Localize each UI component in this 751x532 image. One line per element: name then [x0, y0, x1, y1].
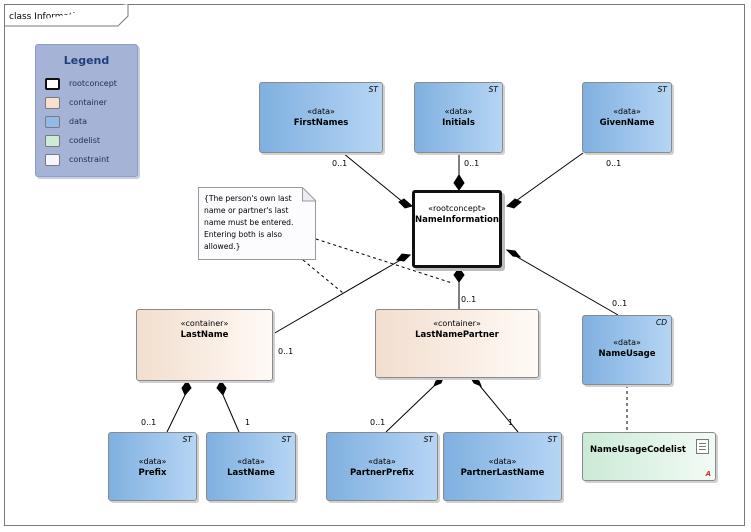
- multiplicity-prefix: 0..1: [141, 418, 157, 427]
- class-givenname[interactable]: ST «data» GivenName: [582, 82, 672, 153]
- class-lastnamepartner[interactable]: «container» LastNamePartner: [375, 309, 539, 378]
- note-fold-icon: [302, 187, 317, 202]
- legend: Legend rootconcept container data codeli…: [35, 44, 138, 177]
- legend-item-container: container: [45, 97, 135, 111]
- class-initials[interactable]: ST «data» Initials: [414, 82, 503, 153]
- class-name: NameUsageCodelist: [590, 445, 686, 455]
- legend-label: rootconcept: [69, 79, 117, 88]
- multiplicity-partnerlastname: 1: [508, 418, 514, 427]
- legend-title: Legend: [63, 54, 110, 67]
- legend-item-data: data: [45, 116, 135, 130]
- stereotype-label: «container»: [433, 319, 481, 328]
- stereotype-label: «data»: [368, 457, 396, 466]
- class-nameusage[interactable]: CD «data» NameUsage: [582, 315, 672, 385]
- stereotype-label: «data»: [444, 107, 473, 116]
- abstract-mark: A: [705, 470, 711, 478]
- legend-swatch-constraint: [45, 154, 60, 166]
- multiplicity-lastnamepartner: 0..1: [461, 295, 477, 304]
- type-tag: ST: [547, 435, 557, 444]
- type-tag: ST: [423, 435, 433, 444]
- type-tag: CD: [655, 318, 667, 327]
- multiplicity-initials: 0..1: [464, 159, 480, 168]
- legend-item-codelist: codelist: [45, 135, 135, 149]
- class-partnerlastname[interactable]: ST «data» PartnerLastName: [443, 432, 562, 501]
- class-nameusagecodelist[interactable]: A NameUsageCodelist: [582, 432, 716, 481]
- diagram-title-tab: class Information Model: [4, 4, 134, 26]
- type-tag: ST: [368, 85, 378, 94]
- class-lastname-data[interactable]: ST «data» LastName: [206, 432, 296, 501]
- class-name: FirstNames: [293, 118, 349, 128]
- constraint-note[interactable]: {The person's own last name or partner's…: [198, 187, 316, 260]
- type-tag: ST: [657, 85, 667, 94]
- legend-swatch-rootconcept: [45, 78, 60, 90]
- legend-label: data: [69, 117, 88, 126]
- type-tag: ST: [488, 85, 498, 94]
- class-name: LastName: [180, 330, 229, 340]
- diagram-frame: [4, 4, 745, 526]
- class-partnerprefix[interactable]: ST «data» PartnerPrefix: [326, 432, 438, 501]
- class-lastname-container[interactable]: «container» LastName: [136, 309, 273, 381]
- stereotype-label: «data»: [307, 107, 335, 116]
- multiplicity-nameusage: 0..1: [612, 299, 628, 308]
- stereotype-label: «data»: [613, 338, 641, 347]
- stereotype-label: «data»: [488, 457, 517, 466]
- legend-item-constraint: constraint: [45, 154, 135, 168]
- class-name: PartnerLastName: [460, 468, 545, 478]
- class-prefix[interactable]: ST «data» Prefix: [108, 432, 197, 501]
- type-tag: ST: [182, 435, 192, 444]
- constraint-note-text: {The person's own last name or partner's…: [204, 194, 294, 251]
- multiplicity-firstnames: 0..1: [332, 159, 348, 168]
- multiplicity-lastname-data: 1: [245, 418, 251, 427]
- class-nameinformation[interactable]: «rootconcept» NameInformation: [412, 190, 502, 268]
- stereotype-label: «rootconcept»: [428, 204, 486, 213]
- class-name: NameInformation: [415, 215, 499, 225]
- legend-swatch-container: [45, 97, 60, 109]
- class-name: LastNamePartner: [415, 330, 499, 340]
- legend-swatch-data: [45, 116, 60, 128]
- multiplicity-givenname: 0..1: [606, 159, 622, 168]
- legend-label: constraint: [69, 155, 110, 164]
- multiplicity-partnerprefix: 0..1: [370, 418, 386, 427]
- class-firstnames[interactable]: ST «data» FirstNames: [259, 82, 383, 153]
- class-name: NameUsage: [598, 349, 656, 359]
- class-name: Prefix: [138, 468, 167, 478]
- stereotype-label: «data»: [237, 457, 265, 466]
- legend-label: codelist: [69, 136, 101, 145]
- type-tag: ST: [281, 435, 291, 444]
- stereotype-label: «data»: [613, 107, 641, 116]
- legend-swatch-codelist: [45, 135, 60, 147]
- multiplicity-lastname-container: 0..1: [278, 347, 294, 356]
- class-name: Initials: [442, 118, 475, 128]
- diagram-title: class Information Model: [9, 12, 117, 22]
- class-name: GivenName: [599, 118, 655, 128]
- legend-item-rootconcept: rootconcept: [45, 78, 135, 92]
- class-name: LastName: [227, 468, 275, 478]
- stereotype-label: «data»: [138, 457, 167, 466]
- class-name: PartnerPrefix: [350, 468, 414, 478]
- legend-label: container: [69, 98, 107, 107]
- stereotype-label: «container»: [180, 319, 229, 328]
- codelist-icon: [696, 439, 709, 454]
